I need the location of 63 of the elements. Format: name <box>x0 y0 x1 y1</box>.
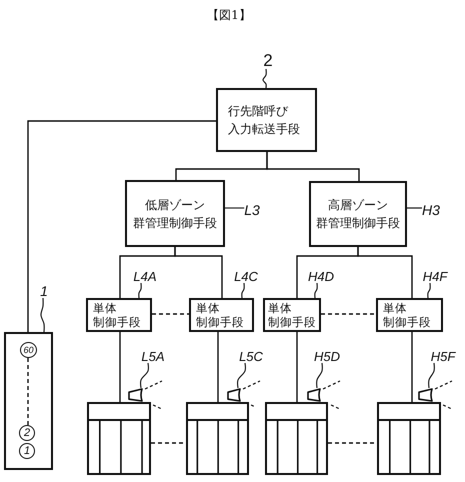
connector-line <box>174 247 223 298</box>
reference-numeral: L5A <box>141 350 165 363</box>
connector-line <box>217 332 219 402</box>
process-label: 単体制御手段 <box>267 301 317 329</box>
connector-line <box>27 120 216 332</box>
leader-line <box>140 362 149 388</box>
process-label: 単体制御手段 <box>195 301 245 329</box>
elevator-car <box>377 402 441 475</box>
dashed-line <box>321 313 376 315</box>
sensor-icon <box>128 388 143 402</box>
process-box <box>309 181 407 247</box>
dashed-line <box>151 442 186 444</box>
process-box <box>189 298 254 332</box>
process-box <box>125 180 225 247</box>
circled-number: 60 <box>20 342 37 358</box>
dashed-line <box>328 442 377 444</box>
connector-line <box>119 332 121 402</box>
process-label: 低層ゾーン群管理制御手段 <box>132 196 218 232</box>
figure-title: 【図1】 <box>207 8 251 22</box>
reference-numeral: H5F <box>430 350 456 363</box>
dashed-line <box>152 313 189 315</box>
reference-numeral: L3 <box>244 203 260 217</box>
process-box <box>376 298 443 332</box>
connector-line <box>411 332 413 402</box>
dashed-line <box>27 358 29 425</box>
reference-numeral: 2 <box>263 52 273 69</box>
circled-number: 2 <box>19 425 35 441</box>
connector-line <box>357 247 413 298</box>
connector-line <box>296 332 298 402</box>
process-label: 行先階呼び入力転送手段 <box>227 103 301 138</box>
reference-numeral: H4D <box>308 270 334 283</box>
process-box <box>216 88 317 152</box>
process-label: 高層ゾーン群管理制御手段 <box>315 197 401 232</box>
leader-line <box>314 282 318 298</box>
reference-numeral: H4F <box>422 270 448 283</box>
elevator-car <box>87 402 151 475</box>
reference-numeral: L4C <box>234 270 258 283</box>
leader-line <box>241 282 245 298</box>
process-label: 単体制御手段 <box>92 301 142 329</box>
leader-line <box>237 362 246 388</box>
leader-line <box>428 362 435 388</box>
leader-line <box>225 207 244 209</box>
elevator-car <box>265 402 328 475</box>
process-label: 単体制御手段 <box>382 301 432 329</box>
sensor-icon <box>227 388 241 402</box>
leader-line <box>40 298 45 332</box>
reference-numeral: H3 <box>422 203 440 217</box>
connector-line <box>266 152 360 181</box>
leader-line <box>262 68 267 88</box>
reference-numeral: L4A <box>133 270 157 283</box>
call-panel <box>4 332 53 470</box>
reference-numeral: 1 <box>40 284 48 298</box>
sensor-icon <box>418 388 433 402</box>
reference-numeral: L5C <box>239 350 263 363</box>
leader-line <box>138 282 142 298</box>
leader-line <box>316 362 323 388</box>
leader-line <box>407 207 422 209</box>
circled-number: 1 <box>19 443 35 459</box>
sensor-icon <box>307 388 321 402</box>
leader-line <box>427 282 431 298</box>
elevator-car <box>186 402 249 475</box>
reference-numeral: H5D <box>314 350 340 363</box>
process-box <box>86 298 152 332</box>
